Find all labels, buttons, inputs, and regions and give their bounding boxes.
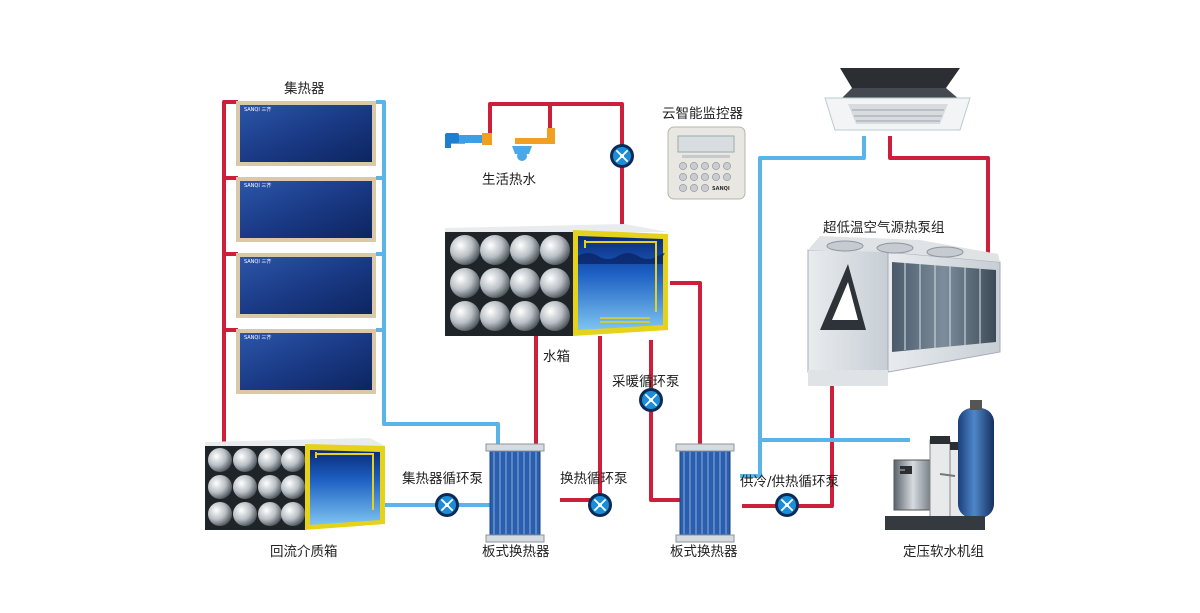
plate-exchanger-2-device — [675, 443, 735, 543]
pump-domestic-hot-water-icon — [610, 144, 634, 168]
label-supply-pump: 供冷/供热循环泵 — [740, 474, 840, 490]
label-collector-pump: 集热器循环泵 — [402, 471, 483, 487]
label-exchange-pump: 换热循环泵 — [560, 471, 628, 487]
return-medium-tank — [205, 438, 385, 530]
controller-logo: SANQI — [712, 186, 730, 192]
pumps-layer — [435, 144, 799, 517]
ceiling-cassette-unit — [824, 68, 971, 131]
collector-panel-3: SANQI 三齐 — [236, 253, 376, 318]
label-water-softener: 定压软水机组 — [903, 544, 984, 560]
label-collector: 集热器 — [284, 81, 325, 97]
panel-logo: SANQI 三齐 — [244, 106, 271, 113]
water-softener-device — [885, 400, 994, 530]
plate-exchanger-1-device — [485, 443, 545, 543]
pump-heating-icon — [639, 388, 663, 412]
panel-logo: SANQI 三齐 — [244, 182, 271, 189]
pump-collector-icon — [435, 493, 459, 517]
collector-panel-4: SANQI 三齐 — [236, 329, 376, 394]
label-domestic-hot-water: 生活热水 — [482, 172, 536, 188]
label-water-tank: 水箱 — [543, 349, 570, 365]
panel-logo: SANQI 三齐 — [244, 258, 271, 265]
faucet-icon — [445, 133, 492, 148]
collector-panel-2: SANQI 三齐 — [236, 177, 376, 242]
shower-head-icon — [512, 128, 555, 161]
heat-pump-unit — [807, 236, 1001, 386]
label-heat-pump: 超低温空气源热泵组 — [823, 220, 945, 236]
cloud-controller-device: SANQI — [667, 126, 746, 200]
pump-exchange-icon — [588, 493, 612, 517]
panel-logo: SANQI 三齐 — [244, 334, 271, 341]
label-cloud-controller: 云智能监控器 — [662, 106, 743, 122]
label-plate-exchanger-1: 板式换热器 — [482, 544, 550, 560]
label-return-tank: 回流介质箱 — [270, 544, 338, 560]
pump-supply-icon — [775, 493, 799, 517]
water-tank — [445, 224, 668, 336]
label-plate-exchanger-2: 板式换热器 — [670, 544, 738, 560]
label-heating-pump: 采暖循环泵 — [612, 374, 680, 390]
collector-panel-1: SANQI 三齐 — [236, 101, 376, 166]
